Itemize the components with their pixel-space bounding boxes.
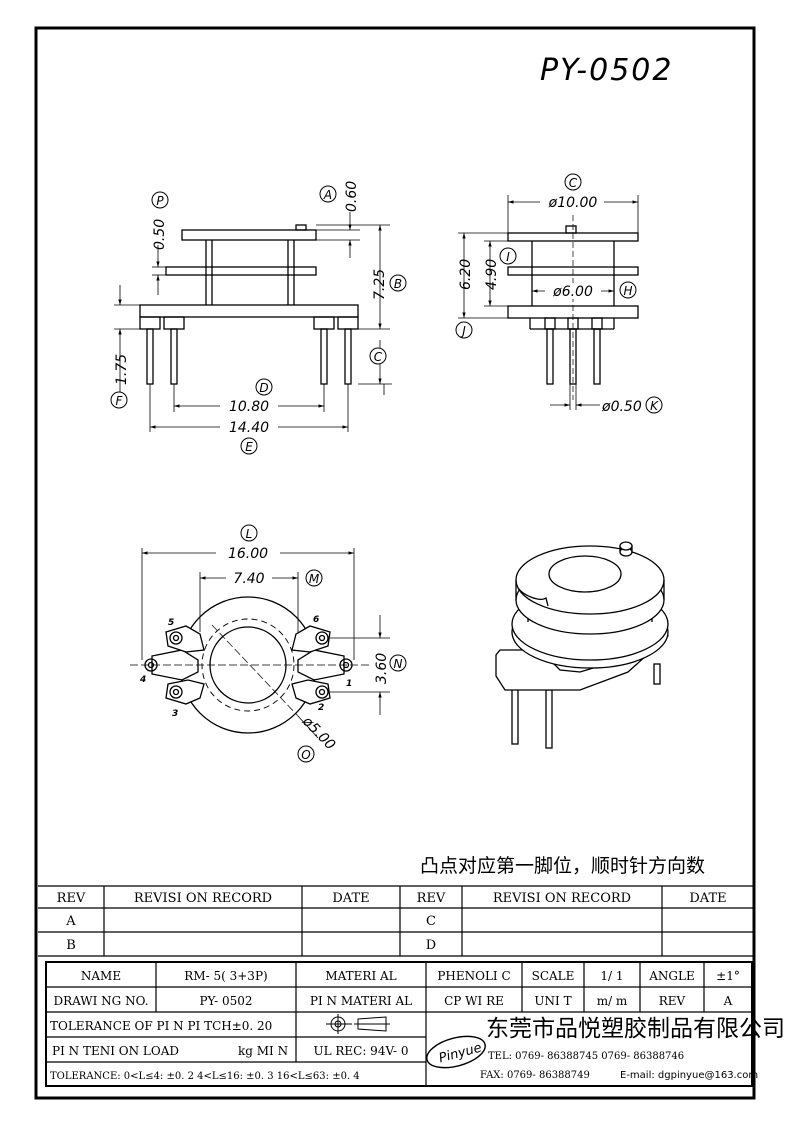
title-block bbox=[45, 961, 753, 1087]
bottom-view-callouts: L M N O bbox=[240, 524, 407, 763]
dim-d-value: 10.80 bbox=[229, 399, 269, 415]
dim-e-value: 14.40 bbox=[229, 420, 269, 436]
dim-k-value: ø0.50 bbox=[601, 399, 642, 415]
pin-number-6: 6 bbox=[313, 615, 319, 625]
rev-value: A bbox=[723, 994, 733, 1008]
rev-row-a: A bbox=[65, 914, 76, 929]
scale-value: 1/ 1 bbox=[600, 969, 623, 983]
pinyue-logo: Pinyue bbox=[426, 1035, 486, 1069]
callout-c-end: C bbox=[569, 176, 578, 190]
name-value: RM- 5( 3+3P) bbox=[184, 969, 267, 983]
record-header-left: REVISI ON RECORD bbox=[134, 891, 272, 906]
unit-value: m/ m bbox=[597, 994, 628, 1008]
dim-f-value: 1.75 bbox=[114, 354, 130, 385]
title-block-text: NAME RM- 5( 3+3P) MATERI AL PHENOLI C SC… bbox=[50, 969, 740, 1082]
material-label: MATERI AL bbox=[325, 969, 396, 983]
dim-m-value: 7.40 bbox=[233, 571, 264, 587]
projection-symbol-icon bbox=[326, 1014, 390, 1034]
orientation-note: 凸点对应第一脚位，顺时针方向数 bbox=[420, 855, 705, 877]
drawing-no-label: DRAWI NG NO. bbox=[53, 994, 148, 1008]
callout-k: K bbox=[650, 399, 659, 413]
dim-p-value: 0.50 bbox=[152, 219, 168, 250]
pin-tension-label: PI N TENI ON LOAD bbox=[52, 1044, 179, 1058]
callout-c-side: C bbox=[374, 350, 383, 364]
date-header-right: DATE bbox=[689, 891, 726, 906]
callout-o: O bbox=[301, 748, 310, 762]
callout-p: P bbox=[156, 194, 164, 208]
date-header-left: DATE bbox=[332, 891, 369, 906]
isometric-view bbox=[495, 541, 669, 749]
logo-text: Pinyue bbox=[437, 1041, 483, 1067]
pin-number-1: 1 bbox=[346, 679, 352, 689]
rev-row-d: D bbox=[426, 938, 436, 953]
callout-h: H bbox=[623, 284, 632, 298]
callout-n: N bbox=[394, 657, 403, 671]
angle-value: ±1° bbox=[716, 969, 740, 983]
tolerance-pitch: TOLERANCE OF PI N PI TCH±0. 20 bbox=[50, 1019, 272, 1033]
ul-rating: UL REC: 94V- 0 bbox=[313, 1044, 408, 1058]
company-tel: TEL: 0769- 86388745 0769- 86388746 bbox=[488, 1051, 684, 1062]
pin-material-label: PI N MATERI AL bbox=[310, 994, 412, 1008]
rev-header-right: REV bbox=[417, 891, 446, 906]
unit-label: UNI T bbox=[534, 994, 571, 1008]
revision-table-text: REV REVISI ON RECORD DATE REV REVISI ON … bbox=[57, 891, 727, 953]
callout-i: I bbox=[506, 250, 510, 264]
name-label: NAME bbox=[81, 969, 121, 983]
angle-label: ANGLE bbox=[648, 969, 694, 983]
pin-tension-unit: kg MI N bbox=[238, 1044, 288, 1058]
dim-n-value: 3.60 bbox=[374, 653, 390, 684]
pin-numbers: 1 2 3 4 5 6 bbox=[139, 615, 352, 719]
callout-e: E bbox=[245, 440, 253, 454]
callout-b: B bbox=[394, 277, 402, 291]
bottom-view-centerlines bbox=[130, 624, 370, 717]
end-view bbox=[507, 225, 639, 385]
callout-d: D bbox=[259, 381, 268, 395]
rev-header-left: REV bbox=[57, 891, 86, 906]
company-fax: FAX: 0769- 86388749 bbox=[480, 1070, 590, 1081]
rev-label: REV bbox=[659, 994, 686, 1008]
callout-j: J bbox=[460, 324, 466, 338]
dim-j-value: 6.20 bbox=[458, 259, 474, 290]
company-name: 东莞市品悦塑胶制品有限公司 bbox=[486, 1016, 785, 1042]
record-header-right: REVISI ON RECORD bbox=[493, 891, 631, 906]
drawing-no-value: PY- 0502 bbox=[199, 994, 252, 1008]
callout-a: A bbox=[323, 188, 332, 202]
pin-number-5: 5 bbox=[168, 618, 174, 628]
company-email: E-mail: dgpinyue@163.com bbox=[620, 1070, 758, 1081]
rev-row-c: C bbox=[426, 914, 436, 929]
pin-number-2: 2 bbox=[318, 703, 324, 713]
side-view-callouts: A B C D E F P bbox=[110, 185, 407, 455]
dim-c-value: ø10.00 bbox=[548, 195, 598, 211]
scale-label: SCALE bbox=[532, 969, 575, 983]
end-view-dimensions bbox=[458, 195, 639, 410]
dim-i-value: 4.90 bbox=[484, 259, 500, 290]
drawing-number: PY-0502 bbox=[540, 53, 673, 88]
callout-f: F bbox=[116, 394, 124, 408]
side-view-dimensions bbox=[114, 212, 392, 432]
revision-table bbox=[38, 885, 754, 957]
callout-l: L bbox=[246, 527, 253, 541]
dim-b-value: 7.25 bbox=[372, 269, 388, 300]
dim-a-value: 0.60 bbox=[344, 181, 360, 212]
tolerance-line: TOLERANCE: 0<L≤4: ±0. 2 4<L≤16: ±0. 3 16… bbox=[50, 1071, 360, 1082]
side-view bbox=[139, 224, 359, 385]
pin-number-3: 3 bbox=[172, 709, 178, 719]
dim-h-value: ø6.00 bbox=[552, 284, 593, 300]
rev-row-b: B bbox=[66, 938, 76, 953]
material-value: PHENOLI C bbox=[437, 969, 510, 983]
end-view-callouts: C H I J K bbox=[455, 173, 663, 414]
pin-number-4: 4 bbox=[139, 675, 146, 685]
dim-l-value: 16.00 bbox=[228, 546, 268, 562]
pin-material-value: CP WI RE bbox=[444, 994, 504, 1008]
callout-m: M bbox=[309, 572, 320, 586]
